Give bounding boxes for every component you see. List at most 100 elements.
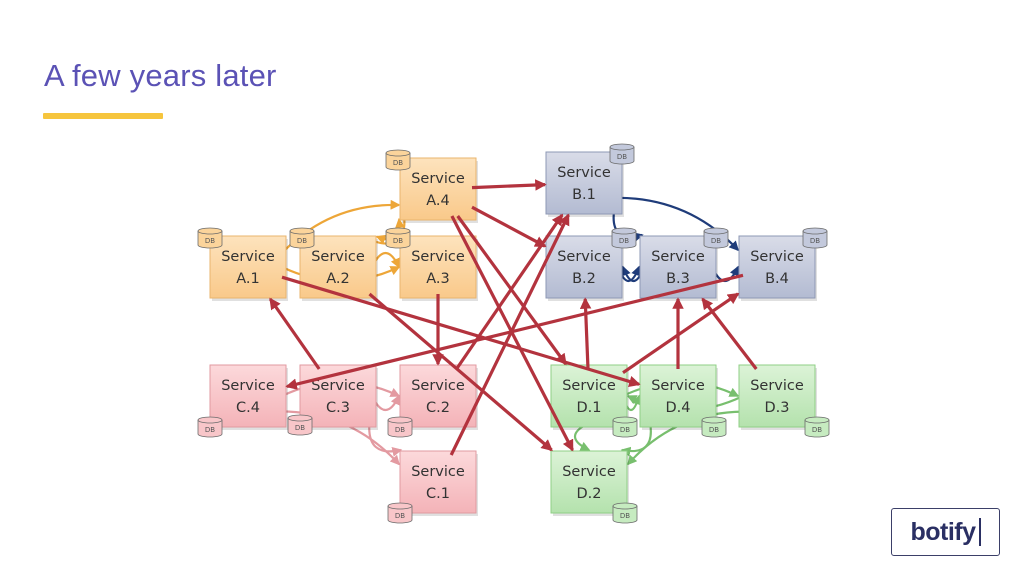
database-body [197, 420, 223, 438]
service-box [399, 235, 477, 299]
database-body [703, 231, 729, 249]
title-underline [43, 113, 163, 119]
database-body [802, 231, 828, 249]
database-body [387, 506, 413, 524]
database-label: DB [205, 426, 215, 434]
database-label: DB [297, 237, 307, 245]
database-label: DB [393, 237, 403, 245]
database-top [387, 502, 413, 510]
database-icon: DB [804, 416, 830, 438]
database-icon: DB [197, 416, 223, 438]
service-boxes: ServiceA.1DBServiceA.2DBServiceA.3DBServ… [197, 143, 830, 524]
service-label-line1: Service [750, 249, 804, 265]
service-label-line1: Service [311, 378, 365, 394]
service-label-line2: A.2 [326, 271, 350, 287]
arrow-d1-to-b2 [579, 297, 592, 370]
service-box [545, 235, 623, 299]
database-top [701, 416, 727, 424]
database-label: DB [393, 159, 403, 167]
database-body [287, 418, 313, 436]
database-label: DB [709, 426, 719, 434]
service-box [209, 235, 287, 299]
service-label-line2: C.1 [426, 486, 450, 502]
service-label-line1: Service [221, 378, 275, 394]
service-label-line2: A.1 [236, 271, 260, 287]
service-label-line2: D.3 [765, 400, 790, 416]
database-body [612, 506, 638, 524]
service-label-line2: D.2 [577, 486, 602, 502]
database-icon: DB [701, 416, 727, 438]
arrow-a4-to-b2 [471, 205, 547, 248]
database-icon: DB [612, 502, 638, 524]
arrow-a2-to-d2 [368, 292, 553, 452]
database-label: DB [619, 237, 629, 245]
arrow-b4-to-c4 [285, 273, 744, 390]
service-label-line2: B.2 [572, 271, 596, 287]
database-icon: DB [703, 227, 729, 249]
database-top [197, 227, 223, 235]
database-icon: DB [385, 149, 411, 171]
database-body [609, 147, 635, 165]
service-label-line2: D.4 [666, 400, 691, 416]
service-box [550, 450, 628, 514]
service-label-line2: C.4 [236, 400, 260, 416]
arrow-c1-to-b1 [449, 213, 570, 456]
arrow-d1-to-b4 [622, 292, 740, 375]
database-top [609, 143, 635, 151]
cross-group-arrows [268, 179, 758, 456]
database-top [387, 416, 413, 424]
database-icon: DB [609, 143, 635, 165]
service-box [545, 151, 623, 215]
database-body [612, 420, 638, 438]
service-label-line1: Service [411, 378, 465, 394]
database-label: DB [205, 237, 215, 245]
database-icon: DB [197, 227, 223, 249]
database-body [197, 231, 223, 249]
logo-text: botify [910, 517, 976, 546]
service-label-line1: Service [411, 171, 465, 187]
database-icon: DB [385, 227, 411, 249]
database-top [611, 227, 637, 235]
service-label-line1: Service [651, 249, 705, 265]
service-label-line1: Service [411, 249, 465, 265]
database-top [385, 227, 411, 235]
database-label: DB [395, 512, 405, 520]
database-top [197, 416, 223, 424]
database-label: DB [395, 426, 405, 434]
service-box [738, 364, 816, 428]
database-body [701, 420, 727, 438]
database-label: DB [810, 237, 820, 245]
database-label: DB [812, 426, 822, 434]
database-label: DB [617, 153, 627, 161]
service-label-line1: Service [221, 249, 275, 265]
database-icon: DB [287, 414, 313, 436]
service-label-line1: Service [562, 464, 616, 480]
service-label-line2: B.4 [765, 271, 789, 287]
page-title: A few years later [44, 58, 277, 93]
database-icon: DB [802, 227, 828, 249]
database-icon: DB [387, 502, 413, 524]
logo-cursor-bar [978, 518, 981, 546]
database-label: DB [620, 512, 630, 520]
database-icon: DB [387, 416, 413, 438]
service-label-line2: C.2 [426, 400, 450, 416]
database-label: DB [295, 424, 305, 432]
database-icon: DB [611, 227, 637, 249]
service-label-line1: Service [557, 249, 611, 265]
botify-logo: botify [891, 508, 1000, 556]
database-body [387, 420, 413, 438]
service-label-line1: Service [557, 165, 611, 181]
service-label-line2: C.3 [326, 400, 350, 416]
arrow-a4-to-b1 [471, 179, 547, 191]
